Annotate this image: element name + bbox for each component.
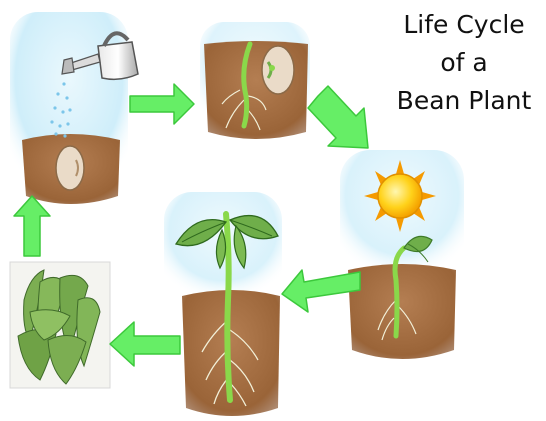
soil-mound: [204, 41, 308, 139]
stage-sprouting-seed: [200, 22, 310, 140]
arrow-seed-to-sprout: [130, 84, 194, 124]
diagram-title: Life Cycle of a Bean Plant: [384, 6, 544, 120]
title-line-2: of a: [384, 44, 544, 82]
arrow-sprout-to-seedling: [308, 86, 368, 148]
soil-mound: [348, 264, 456, 359]
bean-seed-icon: [56, 146, 84, 190]
arrow-plant-to-pods: [110, 322, 180, 366]
plant-stem: [226, 214, 230, 400]
title-line-1: Life Cycle: [384, 6, 544, 44]
title-line-3: Bean Plant: [384, 82, 544, 120]
stage-watering-seed: [10, 12, 138, 204]
stage-bean-pods: [10, 262, 110, 388]
arrow-pods-to-seed: [14, 196, 50, 256]
stage-mature-plant: [164, 192, 282, 416]
seed-sprout-icon: [262, 46, 294, 94]
stage-seedling-sun: [340, 150, 464, 359]
arrow-seedling-to-plant: [282, 270, 360, 312]
